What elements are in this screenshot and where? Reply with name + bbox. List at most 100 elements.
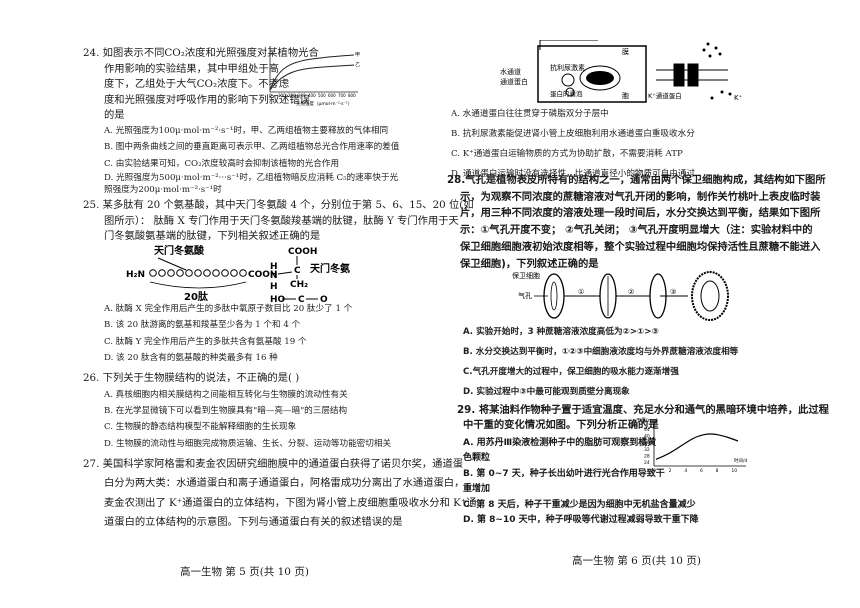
- q25-option-b: B. 该 20 肽游离的氨基和羧基至少各为 1 个和 4 个: [104, 320, 301, 331]
- stomata-num: ③: [670, 288, 676, 296]
- page-footer-left: 高一生物 第 5 页(共 10 页): [180, 566, 309, 578]
- q28-stomata-figure: 保卫细胞 气孔 ① ② ③: [512, 271, 729, 321]
- q24-option-d: D. 光照强度为500μ·mol·m⁻²···s⁻¹时，乙组植物暗反应消耗 C₅…: [104, 173, 399, 196]
- q26-option-a: A. 真核细胞内相关膜结构之间能相互转化与生物膜的流动性有关: [104, 389, 348, 400]
- q24-line: 作用影响的实验结果，其中甲组处于高: [104, 62, 280, 75]
- right-page: 水通道 抗利尿激素 蛋白的囊泡 通道蛋白 膜 胞 K⁺通道蛋白 K⁺ A. 水通…: [430, 0, 860, 608]
- q28-options: A. 实验开始时，3 种蔗糖溶液浓度高低为②>①>③ B. 水分交换达到平衡时，…: [463, 322, 738, 402]
- q24-line: 24. 如图表示不同CO₂浓度和光照强度对某植物光合: [83, 47, 319, 59]
- q25-line: 门冬氨酸氨基端的肽键，下列相关叙述正确的是: [104, 230, 321, 243]
- label-guard-cell: 保卫细胞: [512, 271, 540, 280]
- y-tick: 32: [644, 447, 650, 453]
- x-tick: 8: [716, 468, 719, 474]
- stomata-num: ②: [628, 288, 634, 296]
- x-tick: 6: [700, 468, 703, 474]
- question-27: 27. 美国科学家阿格雷和麦金农因研究细胞膜中的通道蛋白获得了诺贝尔奖，通道蛋 …: [83, 455, 477, 533]
- q28-line: 片，用三种不同浓度的溶液处理一段时间后，水分交换达到平衡，结果如下图所: [460, 207, 821, 220]
- q29-option-a: A. 用苏丹Ⅲ染液检测种子中的脂肪可观察到橘黄: [463, 438, 657, 448]
- struct-atom: O: [320, 295, 328, 304]
- y-tick: 36: [644, 440, 650, 446]
- x-tick: 0: [269, 93, 272, 98]
- q29-option-c: C. 第 8 天后，种子干重减少是因为细胞中无机盐含量减少: [463, 499, 696, 510]
- y-axis-label: 干重(mg): [636, 417, 658, 424]
- stomata-num: ①: [578, 288, 584, 296]
- question-28: 28.气孔是植物表皮所特有的结构之一，通常由两个保卫细胞构成，其结构如下图所 示…: [447, 172, 826, 272]
- q24-option-b: B. 图中两条曲线之间的垂直距离可表示甲、乙两组植物总光合作用速率的差值: [104, 142, 400, 153]
- y-tick: 28: [644, 454, 650, 460]
- question-29: 29. 将某油料作物种子置于适宜温度、充足水分和通气的黑暗环境中培养，此过程 中…: [457, 403, 829, 433]
- q27-line: 27. 美国科学家阿格雷和麦金农因研究细胞膜中的通道蛋白获得了诺贝尔奖，通道蛋: [83, 458, 464, 470]
- q25-option-d: D. 该 20 肽含有的氨基酸的种类最多有 16 种: [104, 353, 278, 364]
- peptide-aa-label-left: 天门冬氨酸: [154, 244, 205, 257]
- fig-label: K⁺通道蛋白: [648, 91, 682, 100]
- struct-atom: H: [270, 282, 278, 292]
- q27-options: A. 水通道蛋白往往贯穿于磷脂双分子层中 B. 抗利尿激素能促进肾小管上皮细胞利…: [451, 104, 695, 184]
- x-tick: 2: [669, 468, 672, 474]
- struct-atom: HO: [270, 295, 286, 304]
- q29-option-d: D. 第 8~10 天中，种子呼吸等代谢过程减弱导致干重下降: [463, 515, 699, 526]
- dry-weight-curve: [655, 433, 739, 460]
- fig-label: 胞: [622, 91, 629, 100]
- q26-option-b: B. 在光学显微镜下可以看到生物膜具有"暗—亮—暗"的三层结构: [104, 406, 348, 416]
- fig-label: 蛋白的囊泡: [550, 89, 583, 98]
- question-26: 26. 下列关于生物膜结构的说法，不正确的是( ) A. 真核细胞内相关膜结构之…: [83, 371, 391, 452]
- q24-option-a: A. 光照强度为100μ·mol·m⁻²·s⁻¹时，甲、乙两组植物主要释放的气体…: [104, 125, 389, 136]
- peptide-c-term: COOH: [248, 270, 277, 280]
- q25-peptide-figure: 天门冬氨酸 H₂N COOH 20肽 COOH H C N H CH₂ HO C…: [126, 244, 350, 304]
- q25-line: 25. 某多肽有 20 个氨基酸，其中天门冬氨酸 4 个，分别位于第 5、6、1…: [83, 199, 474, 211]
- question-24: 24. 如图表示不同CO₂浓度和光照强度对某植物光合 作用影响的实验结果，其中甲…: [83, 46, 404, 196]
- q27-line: 麦金农测出了 K⁺通道蛋白的立体结构，下图为肾小管上皮细胞重吸收水分和 K⁺通: [104, 496, 477, 509]
- q29-option-b-cont: 重增加: [463, 484, 491, 495]
- x-tick: 10: [731, 468, 737, 474]
- peptide-n-term: H₂N: [126, 270, 145, 280]
- q28-option-b: B. 水分交换达到平衡时，①②③中细胞液浓度均与外界蔗糖溶液浓度相等: [463, 347, 739, 357]
- q24-line: 度和光照强度对呼吸作用的影响下列叙述错误: [104, 93, 310, 106]
- x-tick: 0: [653, 468, 656, 474]
- y-tick: 44: [644, 427, 650, 433]
- q28-option-d: D. 实验过程中③中最可能观到质壁分离现象: [463, 387, 630, 397]
- x-tick: 700: [338, 93, 346, 98]
- fig-label: 通道蛋白: [500, 77, 528, 86]
- x-tick: 600: [328, 93, 336, 98]
- q27-option-d: D. 通道蛋白运输时没有选择性，比通道直径小的物质可自由通过: [451, 169, 696, 179]
- fig-label: 抗利尿激素: [550, 63, 585, 72]
- q27-option-c: C. K⁺通道蛋白运输物质的方式为协助扩散，不需要消耗 ATP: [451, 149, 683, 159]
- q25-option-c: C. 肽酶 Y 完全作用后产生的多肽共含有氨基酸 19 个: [104, 336, 307, 347]
- q26-line: 26. 下列关于生物膜结构的说法，不正确的是( ): [83, 372, 300, 384]
- q24-line: 度下，乙组处于大气CO₂浓度下。不考虑: [104, 78, 290, 91]
- struct-atom: N: [270, 271, 278, 281]
- x-tick: 4: [684, 468, 687, 474]
- x-tick: 300: [298, 93, 306, 98]
- q29-options: A. 用苏丹Ⅲ染液检测种子中的脂肪可观察到橘黄 色颗粒 B. 第 0~7 天，种…: [463, 436, 699, 528]
- q28-line: 保卫细胞)，下列叙述正确的是: [460, 257, 599, 270]
- q25-options: A. 肽酶 X 完全作用后产生的多肽中氧原子数目比 20 肽少了 1 个 B. …: [104, 301, 352, 367]
- x-axis-label: 时间/d: [734, 457, 748, 464]
- struct-atom: H: [270, 262, 278, 272]
- question-25: 25. 某多肽有 20 个氨基酸，其中天门冬氨酸 4 个，分别位于第 5、6、1…: [83, 198, 474, 245]
- peptide-aa-label-right: 天门冬氨酸: [310, 262, 350, 275]
- fig-label: K⁺: [734, 94, 743, 102]
- curve-label-yi: 乙: [355, 61, 360, 68]
- q26-option-d: D. 生物膜的流动性与细胞完成物质运输、生长、分裂、运动等功能密切相关: [104, 438, 392, 449]
- page-footer-right: 高一生物 第 6 页(共 10 页): [572, 555, 701, 567]
- fig-label: 水通道: [500, 67, 521, 76]
- struct-atom: COOH: [288, 247, 317, 257]
- q28-line: 保卫细胞细胞液初始浓度相等，整个实验过程中细胞均保持活性且蔗糖不能进入: [460, 240, 821, 253]
- q29-option-a-cont: 色颗粒: [463, 453, 491, 464]
- y-tick: 40: [644, 434, 650, 440]
- y-tick: 24: [644, 460, 650, 466]
- q27-option-b: B. 抗利尿激素能促进肾小管上皮细胞利用水通道蛋白重吸收水分: [451, 129, 695, 139]
- q28-line: 示，为观察不同浓度的蔗糖溶液对气孔开闭的影响，制作关竹桃叶上表皮临时装: [460, 190, 821, 203]
- q25-line: 图所示）： 肽酶 X 专门作用于天门冬氨酸羧基端的肽键，肽酶 Y 专门作用于天: [104, 214, 459, 227]
- q29-option-b: B. 第 0~7 天，种子长出幼叶进行光合作用导致干: [463, 468, 665, 479]
- q28-option-c: C.气孔开度增大的过程中，保卫细胞的吸水能力逐渐增强: [463, 367, 679, 377]
- q27-option-a: A. 水通道蛋白往往贯穿于磷脂双分子层中: [451, 109, 609, 119]
- q26-option-c: C. 生物膜的静态结构模型不能解释细胞的生长现象: [104, 422, 297, 433]
- q24-option-c: C. 由实验结果可知，CO₂浓度较高时会抑制该植物的光合作用: [104, 158, 340, 169]
- label-pore: 气孔: [518, 291, 532, 300]
- x-tick: 200: [288, 93, 296, 98]
- q25-option-a: A. 肽酶 X 完全作用后产生的多肽中氧原子数目比 20 肽少了 1 个: [104, 304, 353, 314]
- x-tick: 500: [318, 93, 326, 98]
- struct-atom: C: [294, 266, 301, 276]
